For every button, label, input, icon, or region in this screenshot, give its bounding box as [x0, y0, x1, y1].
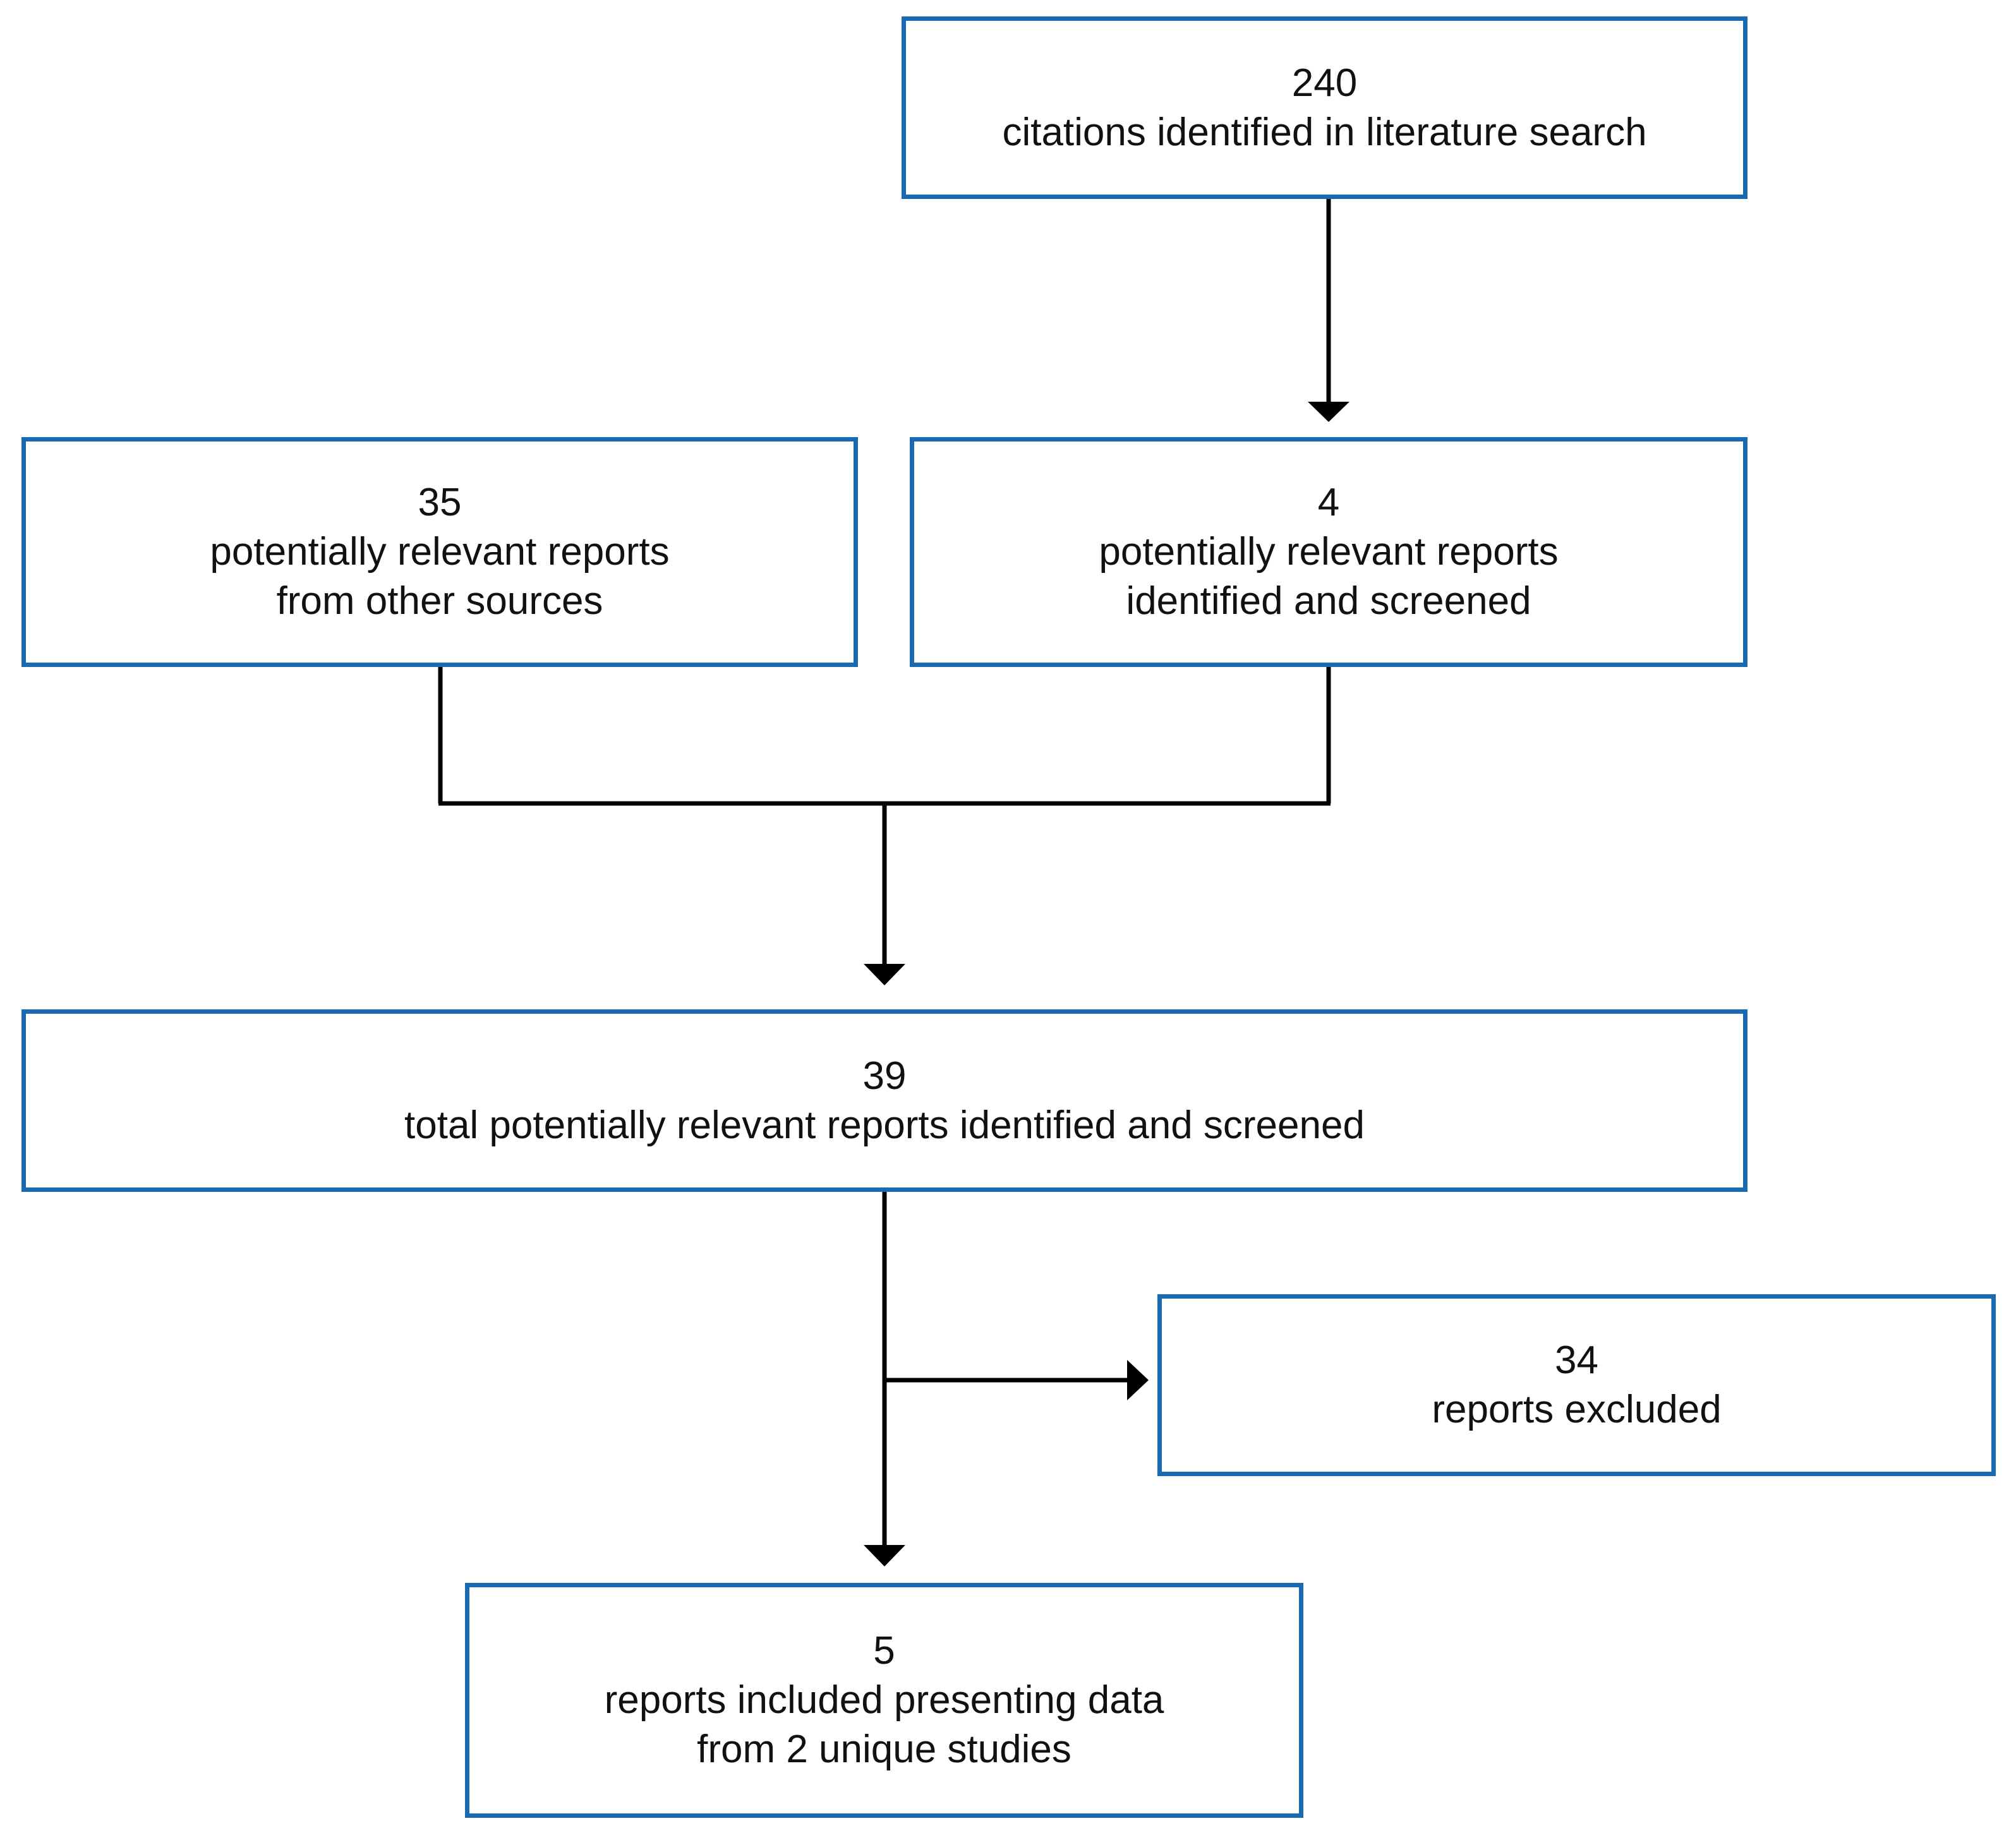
- included-count: 5: [873, 1629, 895, 1673]
- other-sources-label-line-2: from other sources: [276, 579, 603, 623]
- arrowhead-to-excluded: [1127, 1360, 1149, 1400]
- screened-box: 4 potentially relevant reports identifie…: [910, 437, 1747, 667]
- excluded-count: 34: [1555, 1338, 1598, 1382]
- excluded-box: 34 reports excluded: [1157, 1294, 1996, 1476]
- excluded-label: reports excluded: [1432, 1388, 1722, 1431]
- arrowhead-to-total: [864, 964, 905, 985]
- citations-label: citations identified in literature searc…: [1002, 110, 1647, 154]
- citations-box: 240 citations identified in literature s…: [902, 16, 1747, 199]
- included-label-line-2: from 2 unique studies: [697, 1728, 1071, 1771]
- arrowhead-to-included: [864, 1545, 905, 1566]
- arrowhead-to-screened: [1308, 402, 1349, 422]
- citations-count: 240: [1291, 61, 1358, 105]
- other-sources-box: 35 potentially relevant reports from oth…: [21, 437, 858, 667]
- total-label: total potentially relevant reports ident…: [404, 1103, 1365, 1147]
- total-count: 39: [862, 1054, 907, 1098]
- screened-label-line-2: identified and screened: [1126, 579, 1531, 623]
- screened-count: 4: [1317, 481, 1340, 524]
- other-sources-label-line-1: potentially relevant reports: [210, 530, 670, 574]
- included-label-line-1: reports included presenting data: [604, 1678, 1164, 1722]
- other-sources-count: 35: [418, 481, 462, 524]
- screened-label-line-1: potentially relevant reports: [1099, 530, 1559, 574]
- total-box: 39 total potentially relevant reports id…: [21, 1009, 1747, 1192]
- included-box: 5 reports included presenting data from …: [465, 1583, 1303, 1818]
